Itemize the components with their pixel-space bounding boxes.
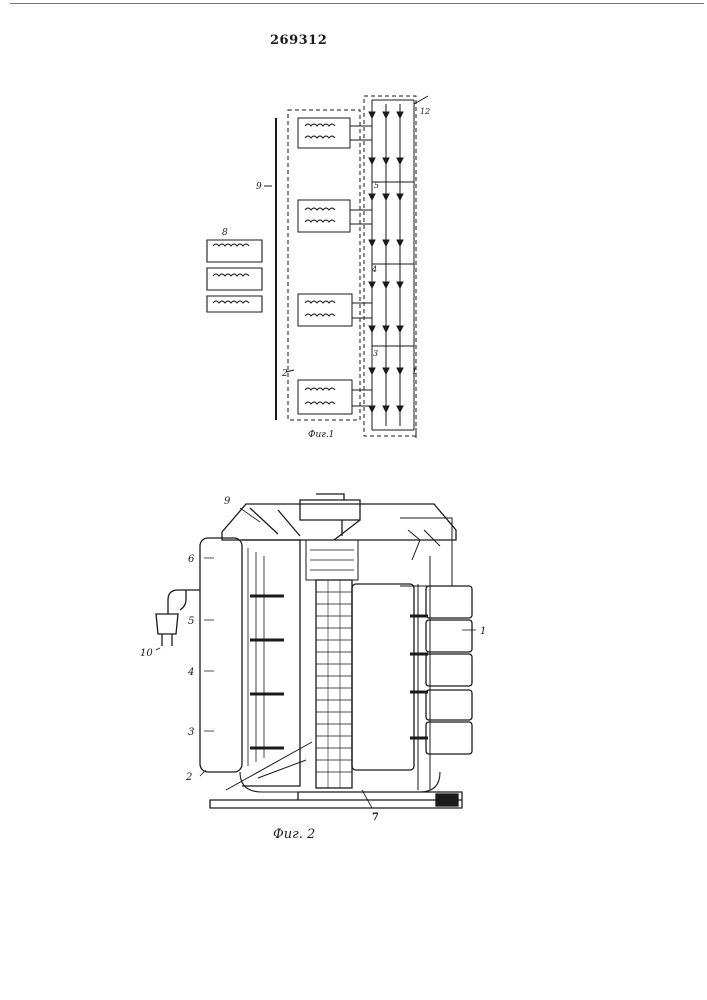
fig2-label-6: 6 bbox=[188, 554, 195, 565]
base-foot-right bbox=[436, 794, 458, 806]
right-rectifier-block bbox=[352, 584, 414, 770]
fig2-label-2: 2 bbox=[185, 772, 192, 783]
fig2-label-5: 5 bbox=[188, 616, 194, 627]
top-frame bbox=[222, 504, 456, 540]
core-stack bbox=[316, 580, 352, 788]
fig2-label-4: 4 bbox=[187, 667, 194, 678]
fig2-label-10: 10 bbox=[140, 648, 153, 659]
base-plate bbox=[210, 792, 462, 808]
fig2-label-3: 3 bbox=[188, 727, 194, 738]
fig2-label-9: 9 bbox=[224, 496, 231, 507]
fig2-label-7: 7 bbox=[372, 812, 379, 823]
figure-2-caption: Фиг. 2 bbox=[273, 827, 315, 842]
fig2-label-1: 1 bbox=[480, 626, 486, 637]
hose-nozzle bbox=[168, 590, 200, 614]
left-coil-block bbox=[200, 538, 242, 772]
